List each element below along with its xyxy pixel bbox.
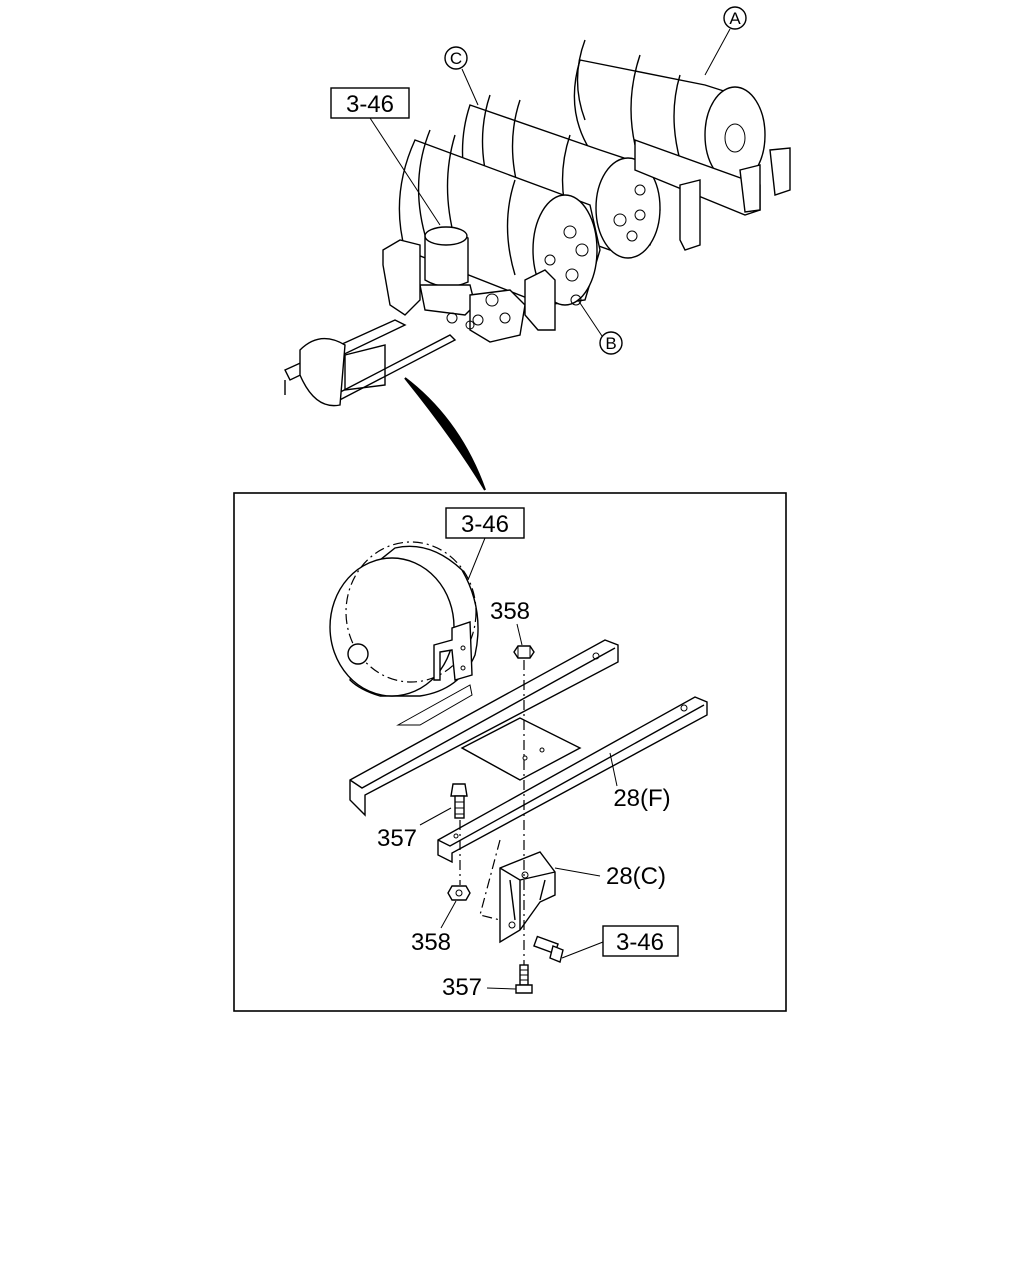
detail-bolt-ref-label: 3-46	[616, 929, 664, 956]
nut-top-label: 358	[490, 598, 530, 625]
frame-f-label: 28(F)	[613, 785, 670, 812]
callout-circle-a: A	[704, 6, 747, 76]
callout-top-ref: 3-46	[330, 87, 441, 226]
valve-block	[465, 289, 526, 343]
callout-detail-bolt-ref: 3-46	[561, 925, 679, 959]
tank-footprint	[396, 684, 473, 726]
detail-frame	[233, 492, 787, 1012]
nut-358-bottom	[447, 885, 471, 901]
top-frame	[284, 139, 791, 407]
callout-bolt-357-bottom: 357	[442, 974, 517, 1001]
tank-a	[573, 39, 766, 184]
bolt-bottom-label: 357	[442, 974, 482, 1001]
nut-bottom-label: 358	[411, 929, 451, 956]
detail-connector	[404, 377, 486, 491]
callout-bolt-357-left: 357	[377, 807, 452, 852]
circle-b-label: B	[605, 334, 616, 353]
callout-circle-c: C	[444, 46, 479, 106]
guide-line-diag	[479, 839, 501, 921]
circle-a-label: A	[729, 9, 741, 28]
circle-c-label: C	[450, 49, 462, 68]
bolt-3-46	[533, 935, 564, 963]
callout-nut-358-top: 358	[490, 598, 530, 646]
bracket-c-label: 28(C)	[606, 863, 666, 890]
nut-358-top	[513, 645, 535, 659]
air-tank-assembly-overview	[284, 39, 791, 407]
callout-detail-tank-ref: 3-46	[445, 507, 525, 581]
frame-28f	[349, 639, 708, 864]
bolt-357-left	[450, 783, 468, 819]
callout-nut-358-bottom: 358	[411, 900, 457, 956]
callout-bracket-28c: 28(C)	[554, 863, 666, 890]
air-dryer	[419, 226, 476, 324]
bolt-left-label: 357	[377, 825, 417, 852]
top-ref-label: 3-46	[346, 91, 394, 118]
detail-tank-ref-label: 3-46	[461, 511, 509, 538]
detail-tank	[329, 541, 479, 697]
callout-circle-b: B	[577, 299, 623, 355]
bolt-357-bottom	[515, 964, 533, 994]
callout-frame-28f: 28(F)	[609, 752, 671, 812]
bracket-28c	[499, 851, 556, 944]
